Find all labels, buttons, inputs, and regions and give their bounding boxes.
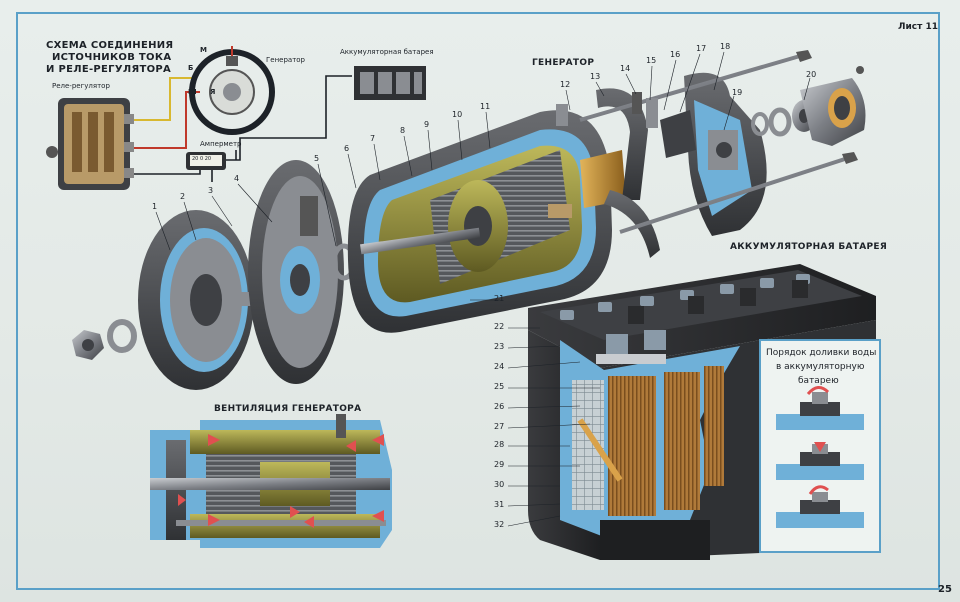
- battery-symbol-icon: [354, 66, 426, 100]
- callout-4: 4: [234, 174, 240, 183]
- callout-29: 29: [494, 460, 505, 469]
- callout-8: 8: [400, 126, 406, 135]
- wiring-title-line-2: ИСТОЧНИКОВ ТОКА: [52, 52, 172, 63]
- fill-step-3: [776, 485, 864, 528]
- battery-symbol-label: Аккумуляторная батарея: [340, 48, 434, 56]
- water-box-title-line-3: батарею: [798, 376, 839, 386]
- callout-2: 2: [180, 192, 186, 201]
- generator-symbol-label: Генератор: [266, 56, 305, 64]
- callout-23: 23: [494, 342, 505, 351]
- callout-15: 15: [646, 56, 657, 65]
- fill-step-1: [776, 386, 864, 430]
- callout-16: 16: [670, 50, 681, 59]
- callout-3: 3: [208, 186, 214, 195]
- battery-cutaway: [528, 264, 876, 560]
- water-box-title-line-1: Порядок доливки воды: [766, 348, 877, 358]
- callout-14: 14: [620, 64, 631, 73]
- callout-18: 18: [720, 42, 731, 51]
- rear-cover: [684, 72, 767, 237]
- callout-11: 11: [480, 102, 491, 111]
- callout-22: 22: [494, 322, 505, 331]
- wiring-title-line-3: И РЕЛЕ-РЕГУЛЯТОРА: [46, 64, 172, 75]
- ammeter-icon: [186, 152, 226, 170]
- ammeter-scale: 20 0 20: [192, 156, 212, 162]
- generator-symbol-icon: [189, 46, 275, 135]
- terminal-label-ya: Я: [210, 88, 216, 96]
- callout-10: 10: [452, 110, 463, 119]
- terminal-label-b: Б: [188, 64, 194, 72]
- callout-24: 24: [494, 362, 505, 371]
- ventilation-section: [150, 414, 392, 548]
- poster-frame: [16, 12, 940, 590]
- callout-32: 32: [494, 520, 505, 529]
- callout-21: 21: [494, 294, 505, 303]
- relay-regulator-icon: [46, 98, 134, 190]
- terminal-label-sh: Ш: [188, 88, 197, 96]
- front-cover: [248, 160, 344, 384]
- page-number: 25: [938, 584, 952, 595]
- ammeter-label: Амперметр: [200, 140, 242, 148]
- sheet-label: Лист 11: [898, 22, 938, 32]
- generator-title: ГЕНЕРАТОР: [532, 58, 595, 68]
- callout-30: 30: [494, 480, 505, 489]
- nut-and-washer: [72, 319, 137, 360]
- callout-6: 6: [344, 144, 350, 153]
- fill-step-2: [776, 442, 864, 480]
- battery-title: АККУМУЛЯТОРНАЯ БАТАРЕЯ: [730, 242, 888, 252]
- callout-1: 1: [152, 202, 158, 211]
- airflow-arrows: [178, 434, 384, 528]
- water-box-title-line-2: в аккумуляторную: [776, 362, 865, 372]
- water-fill-box: [759, 339, 881, 553]
- wiring-title-line-1: СХЕМА СОЕДИНЕНИЯ: [46, 40, 174, 51]
- callout-27: 27: [494, 422, 505, 431]
- wiring-schematic: [46, 46, 426, 190]
- callout-20: 20: [806, 70, 817, 79]
- generator-exploded-view: [72, 50, 866, 390]
- callout-12: 12: [560, 80, 571, 89]
- callout-28: 28: [494, 440, 505, 449]
- callout-5: 5: [314, 154, 320, 163]
- pulley: [138, 210, 262, 390]
- rear-flange: [751, 66, 866, 146]
- callout-31: 31: [494, 500, 505, 509]
- callout-26: 26: [494, 402, 505, 411]
- callout-13: 13: [590, 72, 601, 81]
- regulator-label: Реле-регулятор: [52, 82, 110, 90]
- callout-25: 25: [494, 382, 505, 391]
- callout-7: 7: [370, 134, 376, 143]
- callout-9: 9: [424, 120, 430, 129]
- generator-housing: [347, 104, 626, 333]
- terminal-label-m: М: [200, 46, 207, 54]
- ventilation-title: ВЕНТИЛЯЦИЯ ГЕНЕРАТОРА: [214, 404, 362, 414]
- callout-17: 17: [696, 44, 707, 53]
- callout-19: 19: [732, 88, 743, 97]
